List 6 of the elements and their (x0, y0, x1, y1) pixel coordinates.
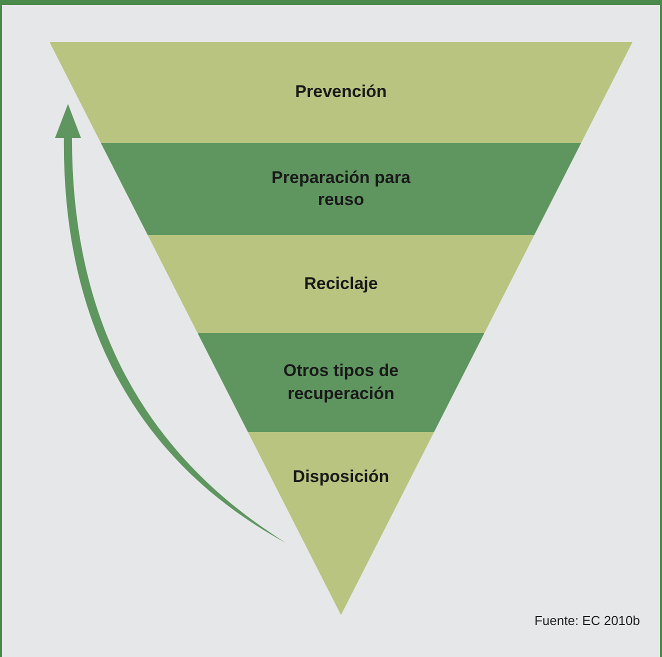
level-label: Prevención (295, 81, 387, 104)
level-label: Otros tipos de recuperación (282, 360, 400, 404)
level-label: Reciclaje (304, 272, 378, 295)
source-note: Fuente: EC 2010b (534, 613, 640, 628)
level-label: Preparación para reuso (270, 166, 412, 211)
level-label: Disposición (292, 466, 390, 488)
